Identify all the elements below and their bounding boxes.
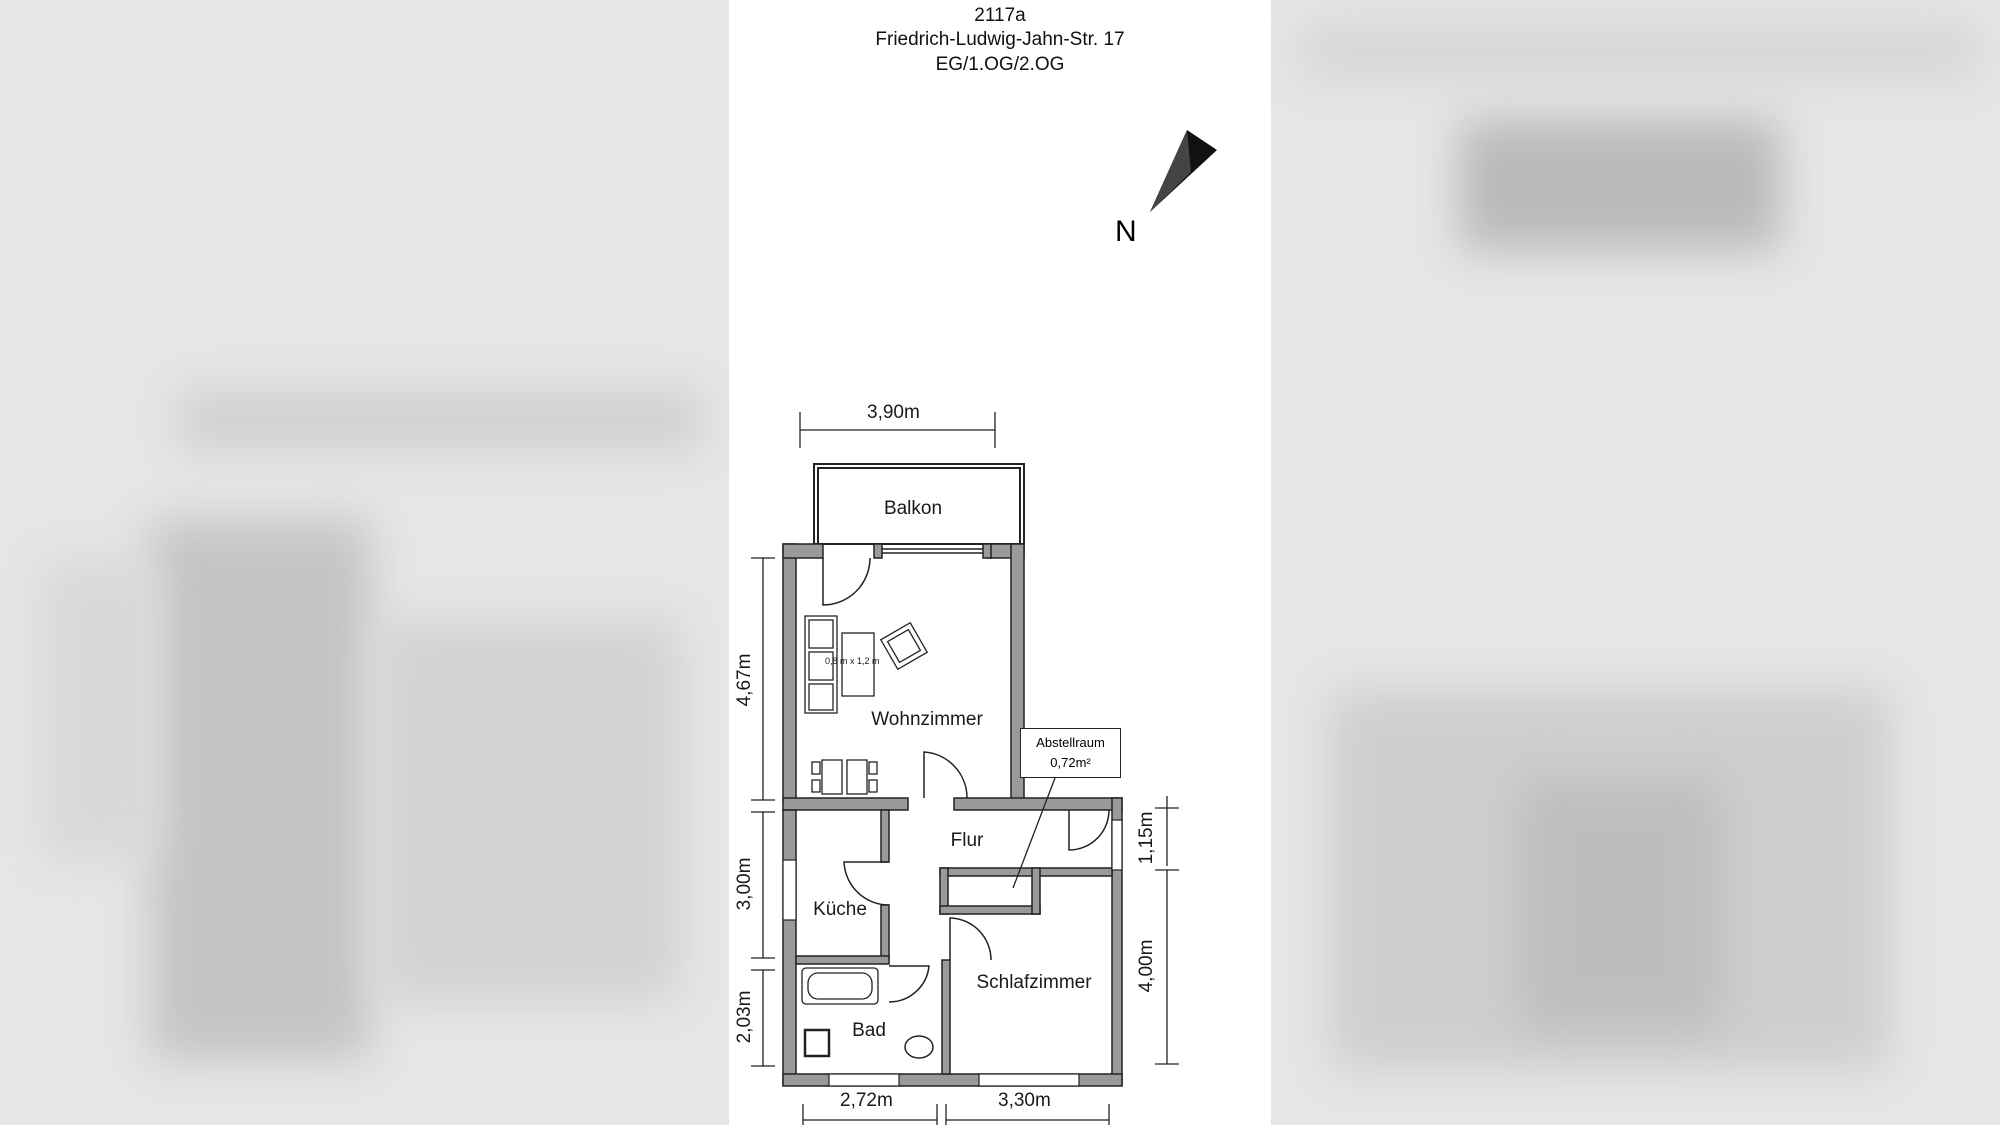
storage-name: Abstellraum [1036, 735, 1105, 750]
bathtub-icon [801, 967, 879, 1005]
dimension-lines [751, 412, 1179, 1125]
storage-leader-line [1012, 777, 1056, 889]
balcony-window [873, 543, 992, 559]
bathroom-label: Bad [852, 1020, 886, 1041]
floor-plan-drawing [751, 130, 1217, 1125]
floors: EG/1.OG/2.OG [935, 54, 1065, 75]
dim-kitchen-height: 3,00m [734, 857, 755, 911]
north-label: N [1115, 215, 1137, 248]
dim-bottom-right-width: 3,30m [998, 1090, 1051, 1111]
address: Friedrich-Ludwig-Jahn-Str. 17 [875, 29, 1125, 50]
living-room-label: Wohnzimmer [871, 709, 983, 730]
toilet-icon [904, 1035, 934, 1059]
dim-bath-height: 2,03m [734, 990, 755, 1044]
dim-living-height: 4,67m [734, 653, 755, 707]
kitchen-label: Küche [813, 899, 867, 920]
table-icon [841, 632, 875, 697]
door-arcs [822, 557, 1110, 1003]
balcony-label: Balkon [883, 498, 943, 519]
dim-top-width: 3,90m [867, 402, 920, 423]
dim-bedroom-height: 4,00m [1136, 939, 1157, 993]
dim-bottom-left-width: 2,72m [840, 1090, 893, 1111]
hallway-label: Flur [950, 830, 984, 851]
dim-hall-height: 1,15m [1136, 811, 1157, 865]
balcony-outline [813, 463, 1025, 545]
bedroom-label: Schlafzimmer [976, 972, 1092, 993]
sink-icon [803, 1028, 831, 1058]
bottom-windows [782, 819, 1123, 1087]
plan-id: 2117a [974, 5, 1026, 26]
floor-plan-panel: 2117a Friedrich-Ludwig-Jahn-Str. 17 EG/1… [729, 0, 1271, 1125]
table-size-label: 0,8 m x 1,2 m [825, 656, 880, 666]
sofa-icon [804, 615, 838, 714]
storage-area: 0,72m² [1050, 755, 1091, 770]
storage-callout: Abstellraum 0,72m² [1020, 728, 1121, 778]
armchair-icon [879, 621, 929, 671]
dining-set-icon [811, 759, 878, 795]
